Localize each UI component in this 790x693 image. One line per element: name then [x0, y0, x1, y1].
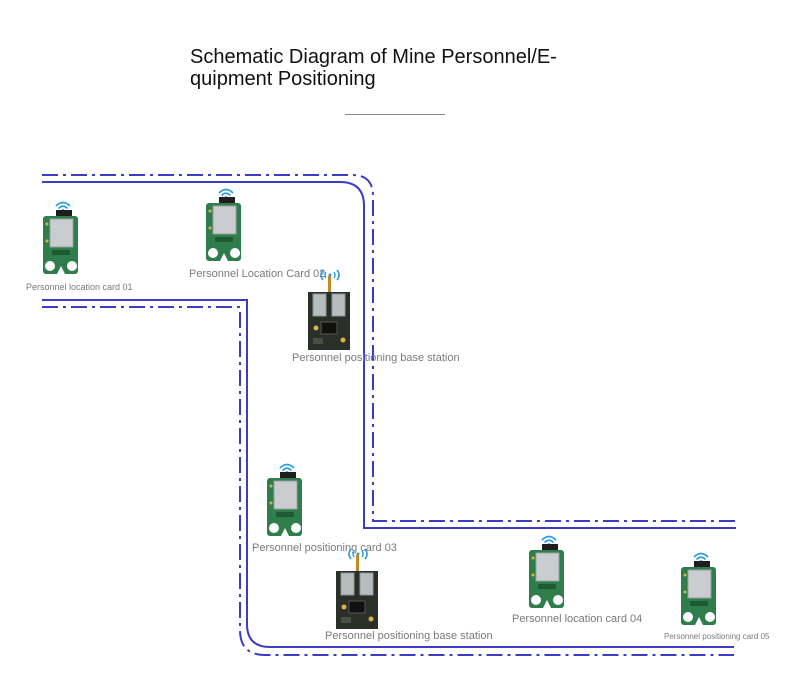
location-card-05-label: Personnel positioning card 05 — [664, 632, 770, 641]
location-card-01 — [42, 196, 82, 283]
location-card-05 — [680, 547, 720, 634]
antenna-signal-icon — [320, 269, 340, 281]
diagram-title: Schematic Diagram of Mine Personnel/E-qu… — [190, 46, 557, 90]
location-card-icon — [43, 201, 78, 274]
base-station-icon — [308, 269, 350, 350]
location-card-04-label: Personnel location card 04 — [512, 613, 643, 625]
base-station-1 — [307, 266, 353, 357]
location-card-icon — [267, 463, 302, 536]
base-station-2 — [335, 545, 381, 636]
location-card-04 — [528, 530, 568, 617]
tunnel-dashdot-line-upper — [42, 174, 736, 522]
location-card-icon — [681, 552, 716, 625]
location-card-icon — [529, 535, 564, 608]
antenna-signal-icon — [348, 548, 368, 560]
title-underline — [345, 114, 445, 115]
location-card-03-label: Personnel positioning card 03 — [252, 542, 397, 554]
tunnel-dashdot-line-lower — [42, 306, 734, 656]
location-card-03 — [266, 458, 306, 545]
base-station-1-label: Personnel positioning base station — [292, 352, 460, 364]
tunnel-solid-line-lower — [42, 299, 734, 648]
location-card-icon — [206, 188, 241, 261]
location-card-02 — [205, 183, 245, 270]
location-card-02-label: Personnel Location Card 02 — [189, 268, 326, 280]
location-card-01-label: Personnel location card 01 — [26, 282, 133, 292]
base-station-icon — [336, 548, 378, 629]
tunnel-solid-line-upper — [42, 181, 736, 529]
base-station-2-label: Personnel positioning base station — [325, 630, 493, 642]
